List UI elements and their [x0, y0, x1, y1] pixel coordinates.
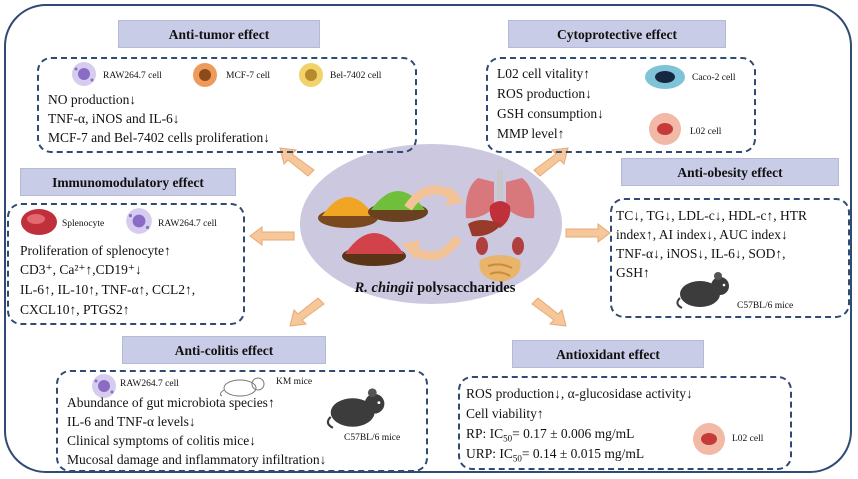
mouse-icon-colitis [326, 388, 385, 429]
immunomodulatory-cell-label-2: RAW264.7 cell [158, 219, 217, 229]
mcf7-cell-icon [193, 63, 217, 87]
anti-colitis-cell-label: RAW264.7 cell [120, 379, 179, 389]
anti-colitis-km-label: KM mice [276, 377, 313, 387]
anti-colitis-mice-label: C57BL/6 mice [344, 433, 401, 443]
anti-tumor-line-3: MCF-7 and Bel-7402 cells proliferation↓ [48, 130, 270, 145]
outer-frame [4, 4, 852, 473]
antioxidant-title: Antioxidant effect [512, 340, 704, 368]
anti-obesity-line-2: index↑, AI index↓, AUC index↓ [616, 227, 788, 242]
arrow-to-cytoprotective [533, 147, 569, 177]
anti-tumor-cell-label-3: Bel-7402 cell [330, 71, 382, 81]
anti-tumor-line-1: NO production↓ [48, 92, 137, 107]
arrow-to-anti-tumor [279, 147, 315, 177]
raw264-cell-icon [72, 62, 96, 86]
raw264-cell-icon-immuno [126, 208, 152, 234]
anti-colitis-line-1: Abundance of gut microbiota species↑ [67, 395, 275, 410]
km-mouse-icon [219, 377, 265, 397]
immunomodulatory-line-1: Proliferation of splenocyte↑ [20, 243, 171, 258]
immunomodulatory-box [7, 203, 245, 325]
antioxidant-rp-line: RP: IC50= 0.17 ± 0.006 mg/mL [466, 426, 635, 444]
bel7402-cell-icon [299, 63, 323, 87]
cycle-arrows-icon [402, 185, 464, 261]
mouse-icon [676, 272, 729, 309]
caco2-cell-icon [645, 65, 685, 89]
anti-colitis-title: Anti-colitis effect [122, 336, 326, 364]
immunomodulatory-title: Immunomodulatory effect [20, 168, 236, 196]
antioxidant-urp-line: URP: IC50= 0.14 ± 0.015 mg/mL [466, 446, 645, 464]
anti-obesity-line-3: TNF-α↓, iNOS↓, IL-6↓, SOD↑, [616, 246, 786, 261]
human-organs-icon [465, 170, 535, 282]
anti-obesity-box [610, 198, 850, 318]
anti-tumor-cell-label-2: MCF-7 cell [226, 71, 271, 81]
antioxidant-line-1: ROS production↓, α-glucosidase activity↓ [466, 386, 693, 401]
anti-colitis-box [56, 370, 428, 472]
cytoprotective-line-1: L02 cell vitality↑ [497, 66, 590, 81]
anti-colitis-line-2: IL-6 and TNF-α levels↓ [67, 414, 196, 429]
anti-obesity-line-4: GSH↑ [616, 265, 650, 280]
cytoprotective-line-3: GSH consumption↓ [497, 106, 604, 121]
cytoprotective-cell-label-1: Caco-2 cell [692, 73, 736, 83]
anti-colitis-line-3: Clinical symptoms of colitis mice↓ [67, 433, 256, 448]
anti-tumor-box [37, 57, 417, 153]
raw264-cell-icon-colitis [92, 374, 116, 398]
cytoprotective-box [486, 57, 756, 153]
immunomodulatory-line-3: IL-6↑, IL-10↑, TNF-α↑, CCL2↑, [20, 282, 196, 297]
anti-tumor-title: Anti-tumor effect [118, 20, 320, 48]
arrow-to-immunomodulatory [249, 226, 295, 246]
arrow-to-anti-obesity [565, 223, 611, 243]
splenocyte-icon [21, 209, 57, 235]
arrow-to-antioxidant [531, 297, 567, 327]
immunomodulatory-cell-label-1: Splenocyte [62, 219, 105, 229]
anti-tumor-cell-label-1: RAW264.7 cell [103, 71, 162, 81]
anti-obesity-title: Anti-obesity effect [621, 158, 839, 186]
immunomodulatory-line-4: CXCL10↑, PTGS2↑ [20, 302, 130, 317]
center-label: R. chingii polysaccharides [354, 280, 516, 296]
antioxidant-box [458, 376, 792, 470]
herbal-powders-icon [318, 191, 428, 266]
immunomodulatory-line-2: CD3⁺, Ca²⁺↑,CD19⁺↓ [20, 262, 142, 277]
cytoprotective-line-2: ROS production↓ [497, 86, 592, 101]
antioxidant-line-2: Cell viability↑ [466, 406, 544, 421]
cytoprotective-cell-label-2: L02 cell [690, 127, 722, 137]
anti-obesity-mice-label: C57BL/6 mice [737, 301, 794, 311]
anti-obesity-line-1: TC↓, TG↓, LDL-c↓, HDL-c↑, HTR [616, 208, 807, 223]
antioxidant-cell-label: L02 cell [732, 434, 764, 444]
arrow-to-anti-colitis [289, 297, 325, 327]
cytoprotective-line-4: MMP level↑ [497, 126, 565, 141]
anti-colitis-line-4: Mucosal damage and inflammatory infiltra… [67, 452, 327, 467]
anti-tumor-line-2: TNF-α, iNOS and IL-6↓ [48, 111, 180, 126]
cytoprotective-title: Cytoprotective effect [508, 20, 726, 48]
l02-cell-icon-antioxidant [693, 423, 725, 455]
l02-cell-icon [649, 113, 681, 145]
